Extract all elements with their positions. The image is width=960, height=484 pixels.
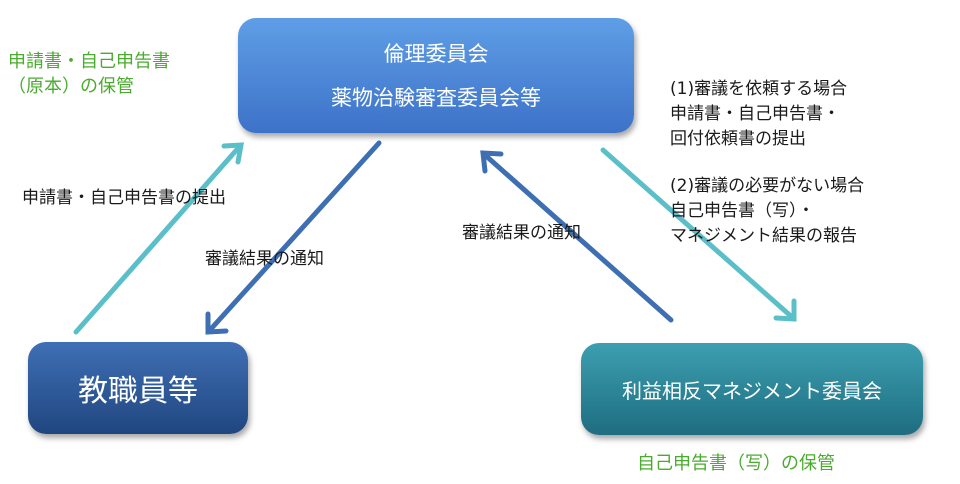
label-coi-to-ethics: 審議結果の通知 [462,223,581,243]
ethics-to-coi-line: (1)審議を依頼する場合 [670,79,848,99]
ethics-to-coi-line: 自己申告書（写）・ [670,201,815,221]
ethics-to-coi-line: 申請書・自己申告書・ [670,104,840,124]
arrow-ethics-to-coi [600,147,797,322]
arrow-staff-to-ethics [73,142,245,335]
coi-committee-name: 利益相反マネジメント委員会 [622,378,882,403]
staff-box: 教職員等 [28,342,248,434]
arrow-coi-to-ethics [480,150,674,323]
ethics-committee-box: 倫理委員会 薬物治験審査委員会等 [238,18,634,133]
arrow-ethics-to-staff [205,140,382,335]
coi-storage-note: 自己申告書（写）の保管 [637,453,835,474]
ethics-to-coi-spacer [670,152,864,174]
staff-label: 教職員等 [78,374,198,409]
label-ethics-to-staff: 審議結果の通知 [205,249,324,269]
ethics-storage-note: 申請書・自己申告書 （原本）の保管 [8,49,170,99]
label-staff-to-ethics: 申請書・自己申告書の提出 [22,188,226,208]
ethics-storage-line1: 申請書・自己申告書 [8,51,170,72]
ethics-committee-name: 倫理委員会 [383,41,489,66]
ethics-to-coi-line: (2)審議の必要がない場合 [670,176,865,196]
label-ethics-to-coi: (1)審議を依頼する場合 申請書・自己申告書・ 回付依頼書の提出 (2)審議の必… [670,77,864,249]
drug-trial-committee-name: 薬物治験審査委員会等 [331,85,541,110]
coi-committee-box: 利益相反マネジメント委員会 [581,343,923,435]
ethics-to-coi-line: マネジメント結果の報告 [670,226,857,246]
ethics-to-coi-line: 回付依頼書の提出 [670,129,806,149]
ethics-storage-line2: （原本）の保管 [8,76,134,97]
